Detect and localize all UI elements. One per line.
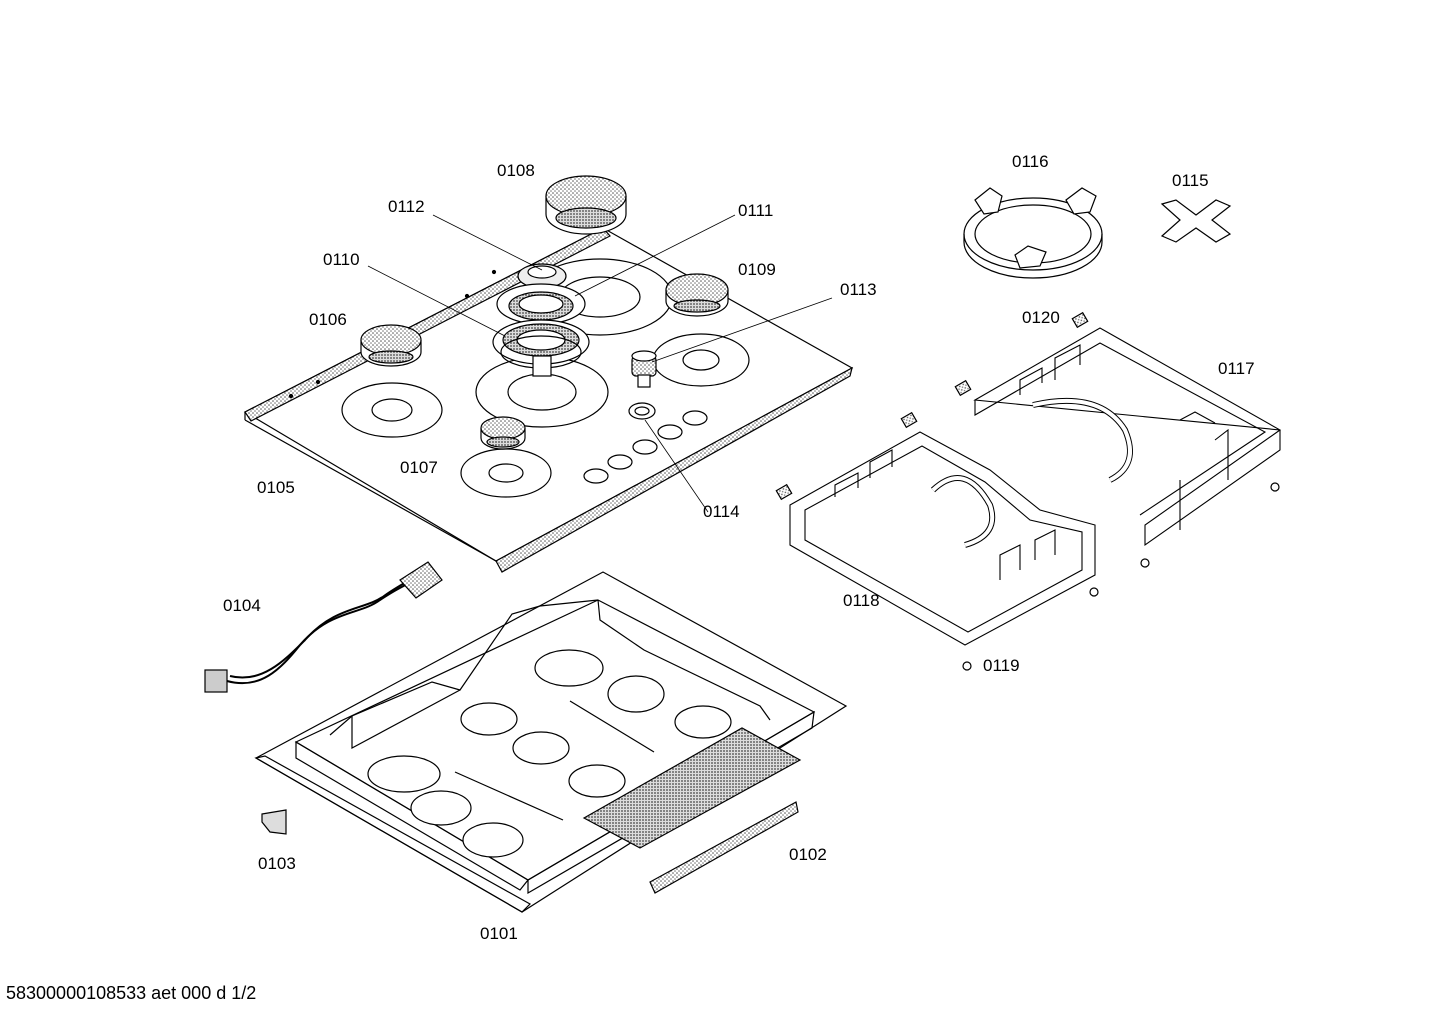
burner-cap-0106: [360, 324, 422, 367]
label-0110: 0110: [323, 250, 360, 269]
label-0108: 0108: [497, 161, 535, 180]
label-0114: 0114: [703, 502, 740, 521]
label-0103: 0103: [258, 854, 296, 873]
wok-burner-stack: [492, 263, 590, 377]
burner-cap-0107: [480, 416, 526, 450]
label-0117: 0117: [1218, 359, 1255, 378]
label-0115: 0115: [1172, 171, 1209, 190]
label-0104: 0104: [223, 596, 261, 615]
label-0119: 0119: [983, 656, 1020, 675]
label-0118: 0118: [843, 591, 880, 610]
bracket-0103: [261, 809, 287, 835]
base-tray: [254, 571, 848, 913]
label-0109: 0109: [738, 260, 776, 279]
control-knob-0113: [631, 350, 657, 388]
clips-0120: [775, 311, 1089, 501]
label-0106: 0106: [309, 310, 347, 329]
rubber-feet-0119: [962, 482, 1280, 671]
label-0107: 0107: [400, 458, 438, 477]
burner-cap-0109: [665, 273, 729, 317]
label-0102: 0102: [789, 845, 827, 864]
label-0111: 0111: [738, 201, 774, 220]
wok-support-ring-0116: [963, 187, 1103, 279]
knob-ring-0114: [628, 402, 656, 420]
seal-strip-0102: [649, 801, 799, 894]
burner-mounts: [367, 649, 732, 858]
pan-support-0118: [789, 431, 1096, 646]
label-0105: 0105: [257, 478, 295, 497]
leader-lines: [367, 214, 833, 513]
document-id-footer: 58300000108533 aet 000 d 1/2: [6, 983, 257, 1003]
burner-cap-0108: [545, 175, 627, 235]
label-0113: 0113: [840, 280, 877, 299]
label-0101: 0101: [480, 924, 518, 943]
power-cable-0104: [204, 561, 443, 693]
vent-grille: [582, 727, 802, 849]
label-0120: 0120: [1022, 308, 1060, 327]
simmer-plate-0115: [1160, 199, 1232, 243]
label-0116: 0116: [1012, 152, 1049, 171]
label-0112: 0112: [388, 197, 425, 216]
pan-support-0117: [973, 327, 1282, 547]
